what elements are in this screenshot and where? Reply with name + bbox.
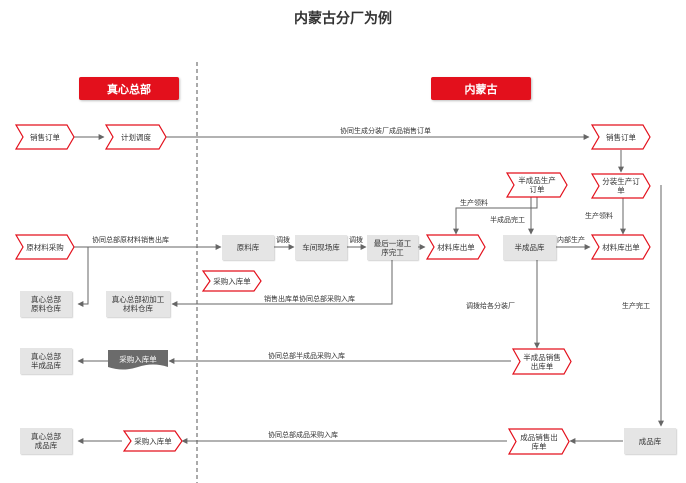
node-purchase-receipt-mid: 采购入库单 (201, 270, 262, 292)
diagram-title: 内蒙古分厂为例 (294, 10, 392, 26)
node-semi-production-order: 半成品生产订单 (505, 172, 568, 198)
node-purchase-receipt-doc: 采购入库单 (108, 350, 168, 372)
header-hq: 真心总部 (79, 77, 179, 100)
node-sales-order-hq: 销售订单 (14, 124, 75, 150)
node-packaging-production-order: 分装生产订单 (590, 173, 651, 199)
node-plan-dispatch: 计划调度 (104, 124, 167, 150)
node-last-process: 最后一道工序完工 (367, 235, 418, 260)
label-transfer-to-plants: 调拨给各分装厂 (466, 303, 515, 310)
label-sync-product-receipt: 协同总部成品采购入库 (268, 432, 338, 439)
arrow-banchengpin-order-lingliao (453, 193, 538, 235)
node-semi-sales-outbound: 半成品销售出库单 (511, 348, 572, 375)
node-sales-order-im: 销售订单 (590, 124, 651, 150)
node-raw-warehouse: 原料库 (222, 235, 274, 260)
label-semi-completion: 半成品完工 (490, 217, 525, 224)
node-purchase-receipt-bottom: 采购入库单 (122, 430, 183, 452)
arrow-purchase-to-hq-raw (77, 247, 89, 307)
label-sync-raw-outbound: 协同总部原材料销售出库 (92, 237, 169, 244)
node-hq-preprocess-warehouse: 真心总部初加工材料仓库 (106, 291, 170, 317)
node-hq-raw-warehouse: 真心总部原料仓库 (20, 291, 72, 317)
node-product-sales-outbound: 成品销售出库单 (507, 428, 570, 455)
label-production-picking-2: 生产领料 (585, 213, 613, 220)
label-sync-semi-receipt: 协同总部半成品采购入库 (268, 353, 345, 360)
label-outbound-sync-purchase: 销售出库单协同总部采购入库 (264, 296, 355, 303)
node-hq-semi-warehouse: 真心总部半成品库 (20, 348, 72, 374)
node-semi-warehouse: 半成品库 (503, 235, 556, 260)
header-inner-mongolia: 内蒙古 (431, 77, 531, 100)
node-material-issue-2: 材料库出单 (590, 234, 651, 260)
node-hq-product-warehouse: 真心总部成品库 (20, 428, 72, 454)
label-transfer-1: 调拨 (276, 237, 290, 244)
node-product-warehouse: 成品库 (624, 428, 676, 454)
label-production-completion: 生产完工 (622, 303, 650, 310)
node-workshop-warehouse: 车间现场库 (295, 235, 347, 260)
node-raw-material-purchase: 原材料采购 (14, 234, 75, 260)
label-internal-production: 内部生产 (557, 237, 585, 244)
label-transfer-2: 调拨 (349, 237, 363, 244)
arrow-gongxu-to-hq-chujiagong (171, 260, 393, 307)
label-sync-sales-order: 协同生成分装厂成品销售订单 (340, 128, 431, 135)
label-production-picking-1: 生产领料 (460, 200, 488, 207)
node-material-issue-1: 材料库出单 (425, 234, 486, 260)
